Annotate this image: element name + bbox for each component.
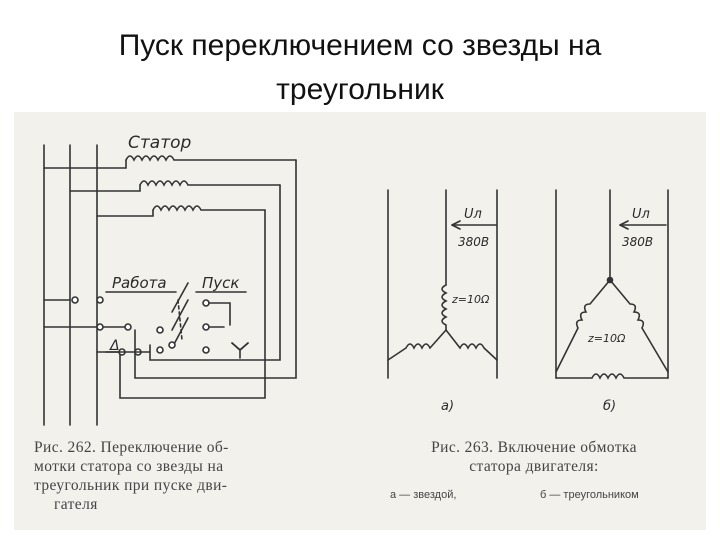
fig262-scheme [43,144,297,426]
fig263a-coil-vertical [441,284,448,331]
fig263b-voltage-value: 380В [622,235,653,249]
fig263a-coil-right [445,329,498,361]
stator-lead-1 [43,159,127,169]
stator-coil-2 [139,180,281,187]
fig262-caption: Рис. 262. Переключение об- мотки статора… [34,438,294,514]
work-label: Работа [112,274,167,292]
start-contact-1[interactable] [202,299,210,307]
fig263a-scheme [387,189,498,379]
stator-return-2 [149,184,281,361]
stator-return-1 [134,159,297,379]
fig263b-scheme [555,189,669,380]
fig262-caption-line-3: треугольник при пуске дви- [34,477,228,494]
fig262-caption-line-4: гателя [54,496,98,513]
fig263-legend-a: а — звездой, [390,489,457,501]
stator-coil-3 [152,205,266,212]
stator-lead-2 [69,184,141,192]
switch-pivot-2 [168,341,176,349]
fig263b-arrowhead [619,220,629,230]
stator-lead-3 [96,209,154,217]
fig263a-voltage-value: 380В [458,235,489,249]
start-contact-2[interactable] [202,323,210,331]
fig263a-panel-label: а) [441,399,454,414]
switch-blade-1[interactable] [171,282,189,313]
fig262-caption-line-1: Рис. 262. Переключение об- [34,439,229,456]
fig263a-arrowhead [451,220,461,230]
switch-pivot-3 [156,346,164,354]
fig263b-coil-bottom [555,373,669,380]
fig263b-impedance: z=10Ω [587,332,626,345]
fig263b-coil-right [609,279,669,373]
fig263a-coil-left [387,329,447,361]
slide-title-line-2: треугольник [276,73,444,106]
scanned-figure-panel [14,112,706,530]
switch-link [177,299,183,341]
switch-pivot-1 [156,326,164,334]
start-label: Пуск [202,274,239,292]
fig263a-voltage-symbol: Uл [464,207,482,222]
fig262-caption-line-2: мотки статора со звезды на [34,458,224,475]
fig263a-impedance: z=10Ω [451,293,490,306]
fig263-caption-line-1: Рис. 263. Включение обмотка [431,439,637,456]
fig263b-voltage-symbol: Uл [632,207,650,222]
work-contact-2[interactable] [96,296,104,304]
star-point-symbol-legs [231,342,249,359]
slide-title-line-1: Пуск переключением со звезды на [118,29,602,62]
work-contact-3[interactable] [124,323,132,331]
start-wire-1 [208,302,231,326]
fig263b-coil-left [555,279,611,373]
start-contact-3[interactable] [202,346,210,354]
fig263b-panel-label: б) [603,399,616,414]
fig263-caption-line-2: статора двигателя: [469,458,599,475]
fig263-legend-b: б — треугольником [540,489,639,501]
slide-title: Пуск переключением со звезды на треуголь… [0,24,720,112]
stator-coil-1 [125,155,297,162]
work-contact-4[interactable] [96,323,104,331]
stator-return-3 [119,209,266,399]
work-contact-1[interactable] [71,296,79,304]
delta-label: Δ [109,338,120,354]
fig263-caption: Рис. 263. Включение обмотка статора двиг… [384,438,684,476]
stator-label: Статор [128,133,191,153]
